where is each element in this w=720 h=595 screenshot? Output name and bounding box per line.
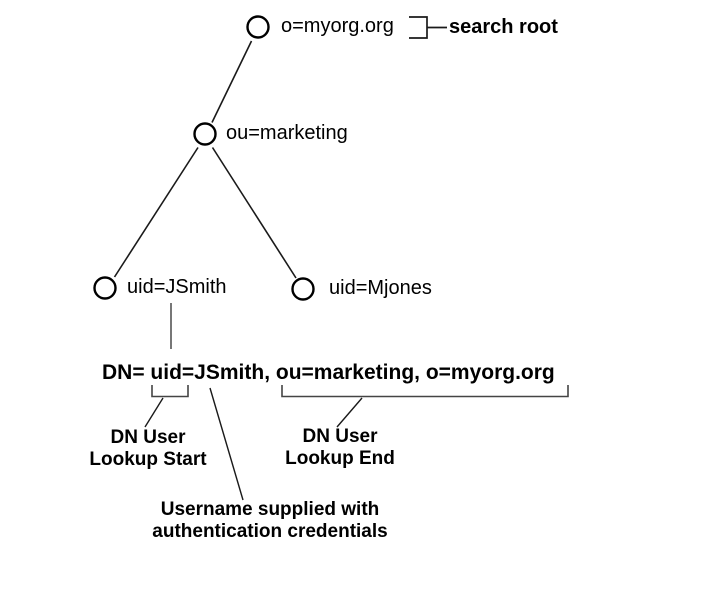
annotation-lookup-end: DN User Lookup End xyxy=(285,426,395,469)
dn-lookup-end-bracket xyxy=(281,385,569,398)
node-circle-mjones xyxy=(291,277,315,301)
node-label-mjones: uid=Mjones xyxy=(329,277,432,299)
node-circle-jsmith xyxy=(93,276,117,300)
annotation-username: Username supplied with authentication cr… xyxy=(152,499,388,542)
tree-edge-marketing-jsmith xyxy=(113,147,199,278)
node-circle-marketing xyxy=(193,122,217,146)
pointer-username xyxy=(209,387,244,501)
tree-edge-root-marketing xyxy=(211,40,253,123)
dn-lookup-start-bracket xyxy=(151,385,189,398)
search-root-bracket xyxy=(409,16,428,39)
node-label-marketing: ou=marketing xyxy=(226,122,348,144)
dn-string: DN= uid=JSmith, ou=marketing, o=myorg.or… xyxy=(102,361,555,384)
node-circle-root xyxy=(246,15,270,39)
annotation-lookup-start: DN User Lookup Start xyxy=(89,427,207,470)
pointer-lookup-start xyxy=(144,397,164,428)
pointer-lookup-end xyxy=(336,397,363,428)
tree-edge-marketing-mjones xyxy=(211,147,297,279)
node-label-jsmith: uid=JSmith xyxy=(127,276,227,298)
search-root-label: search root xyxy=(449,16,558,38)
node-label-root: o=myorg.org xyxy=(281,15,394,37)
